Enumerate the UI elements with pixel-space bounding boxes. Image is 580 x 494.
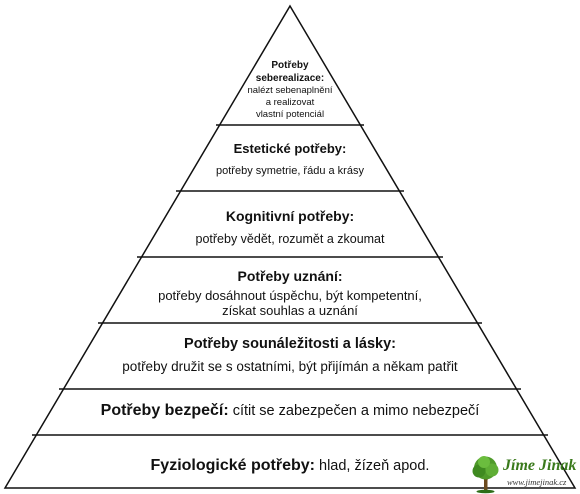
level-description: vlastní potenciál: [255, 109, 325, 120]
level-uznani: Potřeby uznání: potřeby dosáhnout úspěch…: [0, 266, 580, 318]
level-seberealizace: Potřeby seberealizace: nalézt sebenaplně…: [0, 59, 580, 121]
level-title: Potřeby sounáležitosti a lásky:: [184, 336, 396, 352]
brand-logo: Jíme Jinak www.jimejinak.cz: [469, 454, 580, 494]
level-description: cítit se zabezpečen a mimo nebezpečí: [232, 403, 480, 419]
level-title: Estetické potřeby:: [233, 141, 347, 156]
brand-url: www.jimejinak.cz: [507, 477, 567, 487]
level-description: potřeby družit se s ostatními, být přijí…: [122, 359, 458, 374]
level-description: potřeby dosáhnout úspěchu, být kompetent…: [158, 288, 422, 303]
level-description: hlad, žízeň apod.: [319, 458, 430, 474]
level-esteticke: Estetické potřeby: potřeby symetrie, řád…: [0, 140, 580, 178]
level-description: a realizovat: [265, 97, 315, 108]
level-description: nalézt sebenaplnění: [247, 85, 333, 96]
level-title: Potřeby uznání:: [237, 268, 343, 284]
pyramid-triangle: [3, 4, 577, 489]
level-title: Kognitivní potřeby:: [225, 208, 355, 224]
level-fyziologicke: Fyziologické potřeby: hlad, žízeň apod.: [0, 456, 580, 476]
level-sounalezitosti: Potřeby sounáležitosti a lásky: potřeby …: [0, 334, 580, 375]
level-kognitivni: Kognitivní potřeby: potřeby vědět, rozum…: [0, 206, 580, 247]
level-description: potřeby vědět, rozumět a zkoumat: [195, 232, 385, 246]
level-bezpeci: Potřeby bezpečí: cítit se zabezpečen a m…: [0, 401, 580, 421]
level-description: potřeby symetrie, řádu a krásy: [216, 165, 364, 177]
brand-name: Jíme Jinak: [503, 457, 577, 474]
level-description: získat souhlas a uznání: [222, 303, 358, 318]
level-title: Potřeby bezpečí:: [100, 402, 229, 419]
level-title: seberealizace:: [255, 73, 325, 84]
level-title: Potřeby: [271, 60, 309, 71]
tree-icon: [472, 456, 499, 494]
level-title: Fyziologické potřeby:: [150, 457, 315, 474]
